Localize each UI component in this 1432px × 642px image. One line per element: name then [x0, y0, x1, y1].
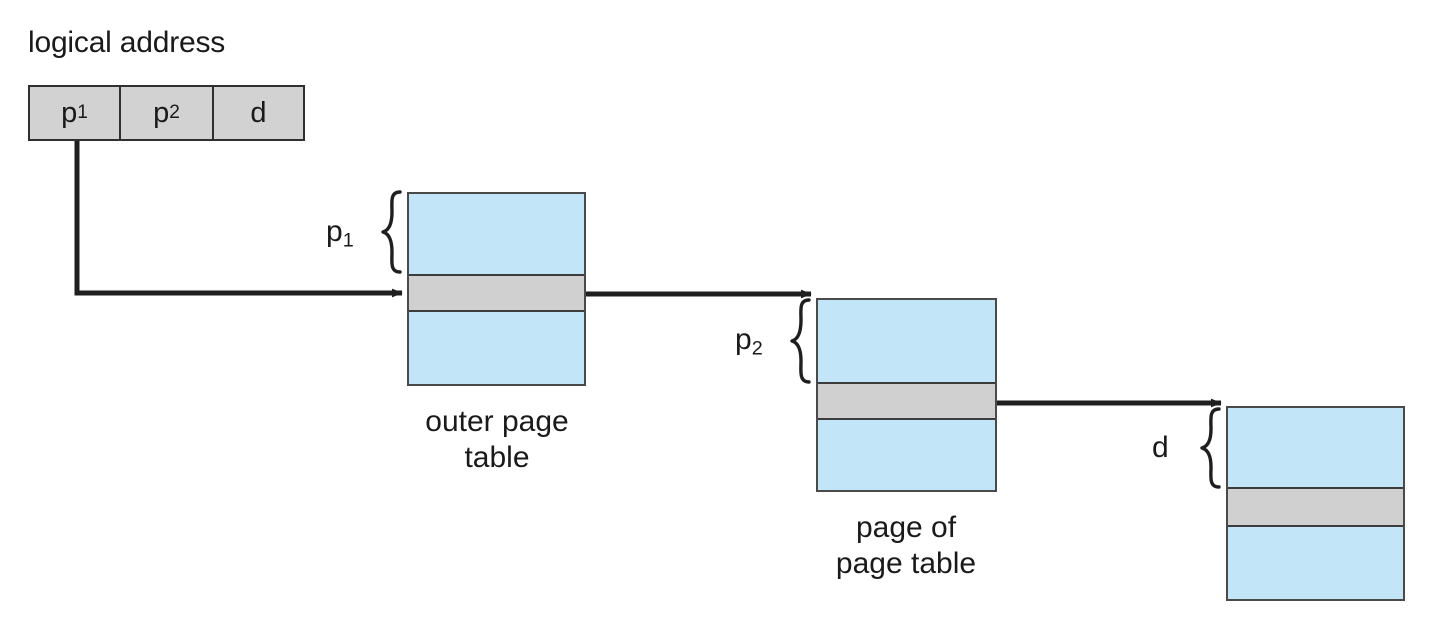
outer-page-table-entry — [409, 274, 584, 312]
memory-frame-segment-top — [1228, 408, 1403, 487]
brace-label-p2-sub: 2 — [751, 337, 763, 360]
logical-address-field-d: d — [214, 87, 303, 139]
brace-label-p1-sub: 1 — [342, 229, 354, 252]
page-of-page-table-block — [816, 298, 997, 492]
page-of-page-table-segment-bottom — [818, 420, 995, 490]
outer-page-table-segment-top — [409, 194, 584, 274]
page-of-page-table-entry — [818, 382, 995, 420]
brace-label-p1: p1 — [326, 215, 354, 253]
logical-address-field-p1-sub: 1 — [77, 102, 88, 123]
brace-p2-icon — [790, 298, 811, 384]
memory-frame-target-word — [1228, 487, 1403, 527]
outer-page-table-segment-bottom — [409, 312, 584, 384]
logical-address-field-p2-base: p — [153, 96, 170, 129]
memory-frame-block — [1226, 406, 1405, 601]
page-of-page-table-segment-top — [818, 300, 995, 382]
page-of-page-table-caption: page of page table — [835, 511, 977, 580]
logical-address-field-d-base: d — [250, 96, 267, 129]
brace-label-d: d — [1152, 431, 1169, 469]
brace-label-p2-base: p — [735, 323, 752, 356]
logical-address-field-p1-base: p — [61, 96, 78, 129]
brace-label-p1-base: p — [326, 215, 343, 248]
logical-address-title: logical address — [28, 26, 226, 59]
logical-address-field-p2-sub: 2 — [169, 102, 180, 123]
brace-d-icon — [1200, 407, 1221, 489]
outer-page-table-block — [407, 192, 586, 386]
memory-frame-segment-bottom — [1228, 527, 1403, 599]
brace-label-d-base: d — [1152, 431, 1169, 464]
brace-label-p2: p2 — [735, 323, 763, 361]
brace-p1-icon — [381, 190, 402, 274]
outer-page-table-caption: outer page table — [425, 405, 569, 474]
